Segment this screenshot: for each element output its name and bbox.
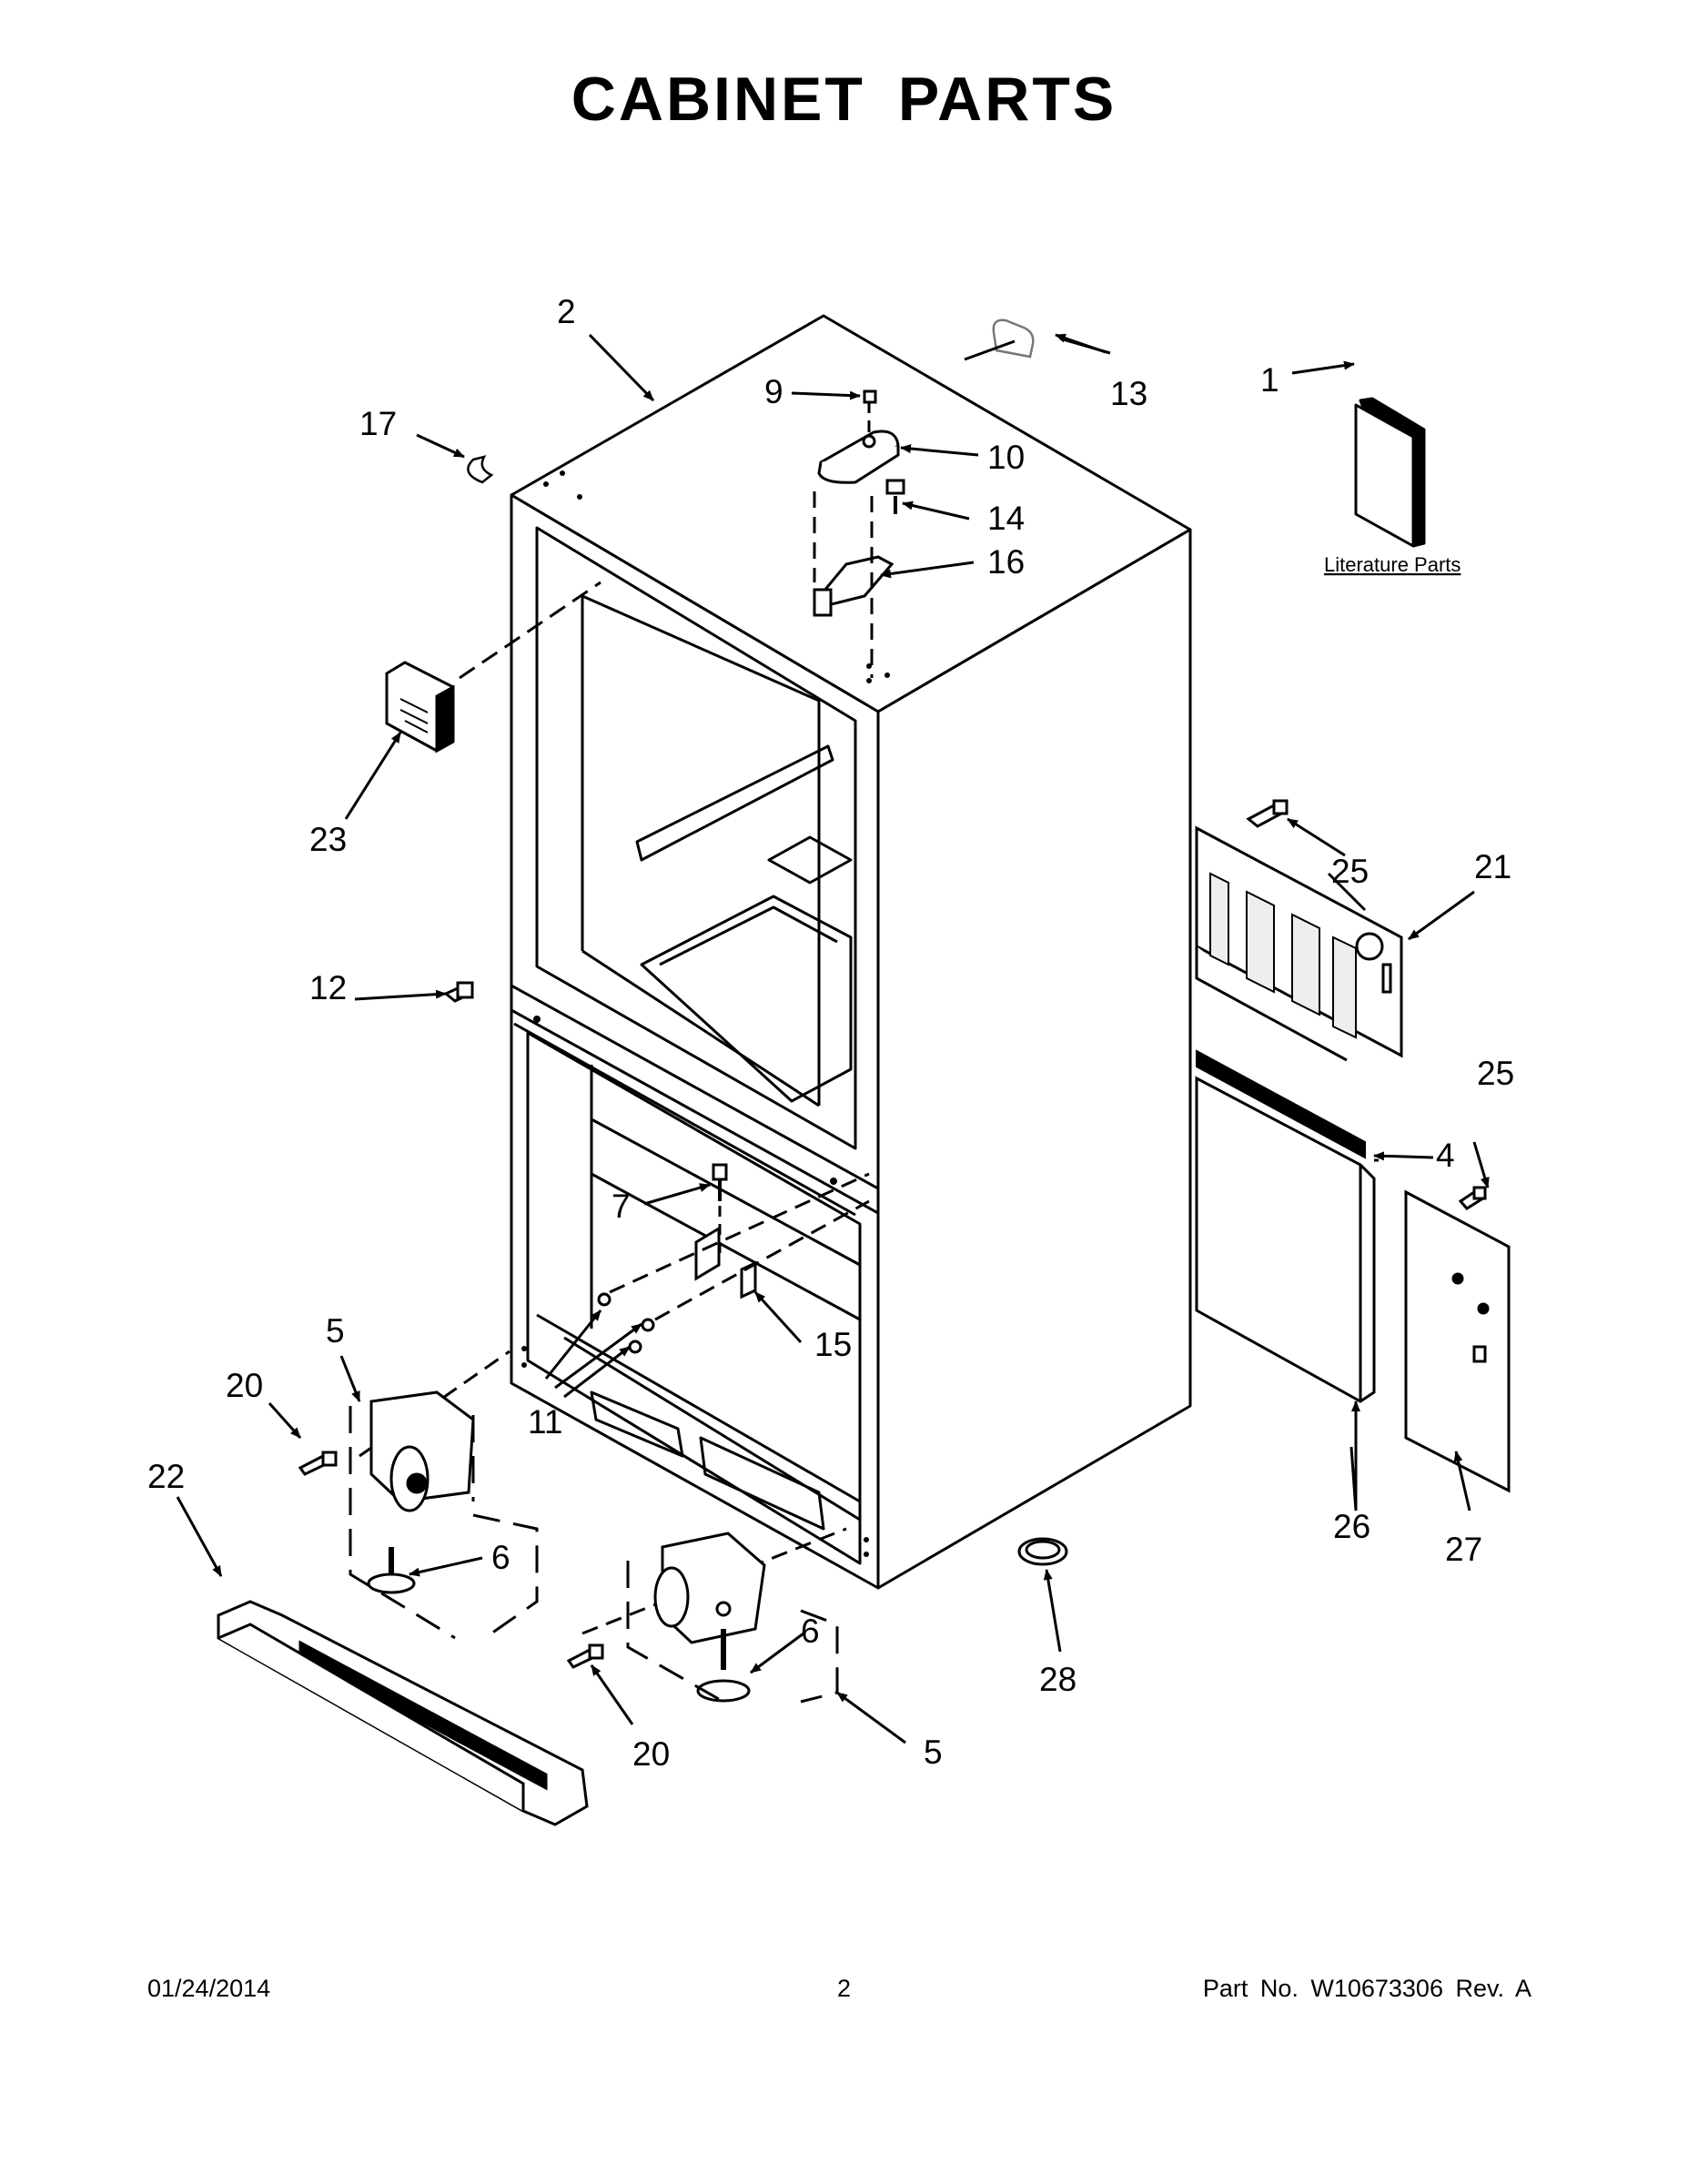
part-21-rear-access-panel	[1195, 825, 1403, 1062]
part-28-plug	[1017, 1537, 1068, 1566]
part-4-gasket-strip	[1196, 1049, 1366, 1159]
footer-page-number: 2	[836, 1975, 852, 2002]
part-23-control-housing	[385, 661, 455, 753]
callout-20-left: 20	[226, 1367, 263, 1404]
callout-16: 16	[987, 543, 1025, 581]
left-roller-assembly	[367, 1390, 475, 1594]
callout-22: 22	[147, 1458, 185, 1495]
callout-7: 7	[612, 1188, 631, 1225]
right-roller-bracket-outline	[626, 1561, 839, 1704]
footer-part-number: Part No. W10673306 Rev. A	[1202, 1975, 1531, 2002]
callout-23: 23	[309, 821, 347, 858]
callout-17: 17	[359, 405, 397, 442]
page-title: CABINET PARTS	[571, 65, 1117, 134]
part-17-tubing	[467, 455, 494, 484]
callout-11: 11	[528, 1403, 562, 1441]
lower-fasteners	[443, 981, 757, 1354]
cabinet-body	[510, 314, 1192, 1590]
callout-26: 26	[1333, 1508, 1370, 1545]
callout-20-right: 20	[632, 1735, 670, 1773]
callout-5-right: 5	[924, 1734, 943, 1771]
callout-10: 10	[987, 439, 1025, 476]
upper-hinge-assembly	[813, 389, 905, 678]
part-22-toe-grille	[217, 1600, 589, 1826]
literature-parts-booklet	[1354, 397, 1426, 548]
callout-12: 12	[309, 969, 347, 1006]
left-roller-bracket-outline	[349, 1406, 539, 1640]
callout-21: 21	[1474, 848, 1511, 885]
right-roller-assembly	[653, 1532, 766, 1703]
callout-25-right: 25	[1477, 1055, 1514, 1092]
part-27-cover-plate	[1404, 1189, 1511, 1493]
callout-9: 9	[764, 373, 783, 410]
callout-6-right: 6	[801, 1613, 820, 1650]
callout-15: 15	[814, 1326, 852, 1363]
cabinet-holes	[521, 470, 890, 1557]
callout-leaders	[176, 333, 1490, 1744]
callout-28: 28	[1039, 1661, 1076, 1698]
left-roller-screw	[298, 1451, 338, 1476]
callout-6-left: 6	[491, 1539, 510, 1576]
callout-4: 4	[1436, 1137, 1455, 1174]
footer-date: 01/24/2014	[147, 1975, 271, 2002]
part-23-leader	[459, 581, 601, 680]
right-roller-screw	[566, 1643, 604, 1669]
callout-27: 27	[1445, 1531, 1482, 1568]
literature-parts-label: Literature Parts	[1324, 553, 1461, 576]
part-26-panel	[1195, 1076, 1376, 1403]
callout-numbers: 1 2 4 5 5 6 6 7 9 10 11 12 13 14 15 16 1…	[147, 293, 1514, 1773]
callout-1: 1	[1260, 361, 1279, 399]
callout-13: 13	[1110, 375, 1147, 412]
callout-25-top: 25	[1331, 853, 1369, 890]
part-13-label-tag	[992, 318, 1035, 359]
callout-2: 2	[557, 293, 576, 330]
part-25-screws	[1246, 799, 1487, 1210]
callout-14: 14	[987, 500, 1025, 537]
callout-5-left: 5	[326, 1312, 345, 1350]
